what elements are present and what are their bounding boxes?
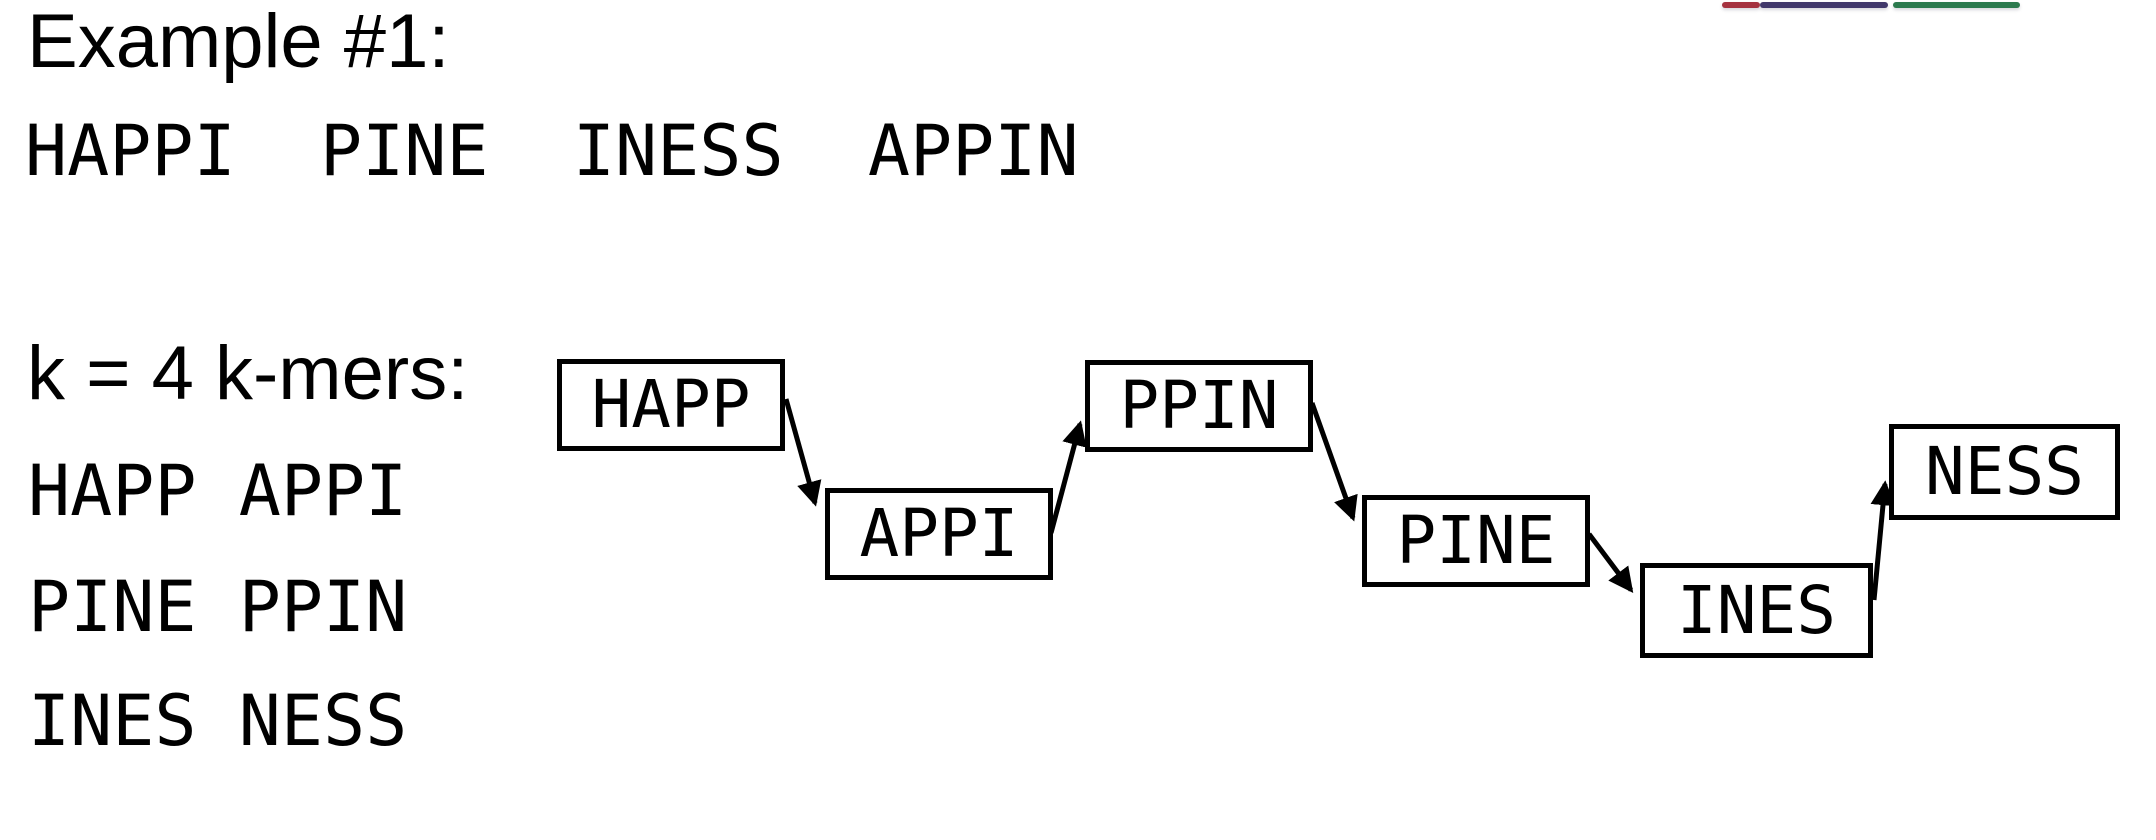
kmer-node-label: INES [1677, 571, 1836, 649]
kmer-node-ppin: PPIN [1085, 360, 1313, 452]
kmer-node-pine: PINE [1362, 495, 1590, 587]
edge-pine-ines [1587, 532, 1634, 593]
page-title: Example #1: [27, 0, 450, 84]
edge-ines-ness [1870, 480, 1896, 601]
top-strip-segment-green [1893, 2, 2020, 8]
kmer-header: k = 4 k-mers: [27, 331, 469, 416]
kmer-node-label: PINE [1396, 502, 1556, 579]
kmer-node-label: NESS [1925, 433, 2084, 510]
kmer-node-ness: NESS [1889, 424, 2120, 520]
kmer-node-ines: INES [1640, 563, 1873, 658]
kmer-list-row: HAPP APPI [28, 450, 408, 532]
kmer-list-row: PINE PPIN [28, 566, 408, 648]
kmer-node-label: APPI [859, 495, 1019, 572]
kmer-list-row: INES NESS [28, 680, 408, 762]
kmer-node-label: PPIN [1119, 367, 1279, 444]
edge-ppin-pine [1309, 402, 1358, 522]
edge-appi-ppin [1048, 420, 1087, 534]
kmer-node-happ: HAPP [557, 359, 785, 451]
kmer-node-label: HAPP [591, 366, 751, 443]
top-strip-segment-red [1722, 2, 1760, 8]
edge-happ-appi [783, 398, 822, 507]
top-strip-segment-purple [1760, 2, 1888, 8]
kmer-node-appi: APPI [825, 488, 1053, 580]
sequence-reads-line: HAPPI PINE INESS APPIN [25, 110, 1079, 192]
